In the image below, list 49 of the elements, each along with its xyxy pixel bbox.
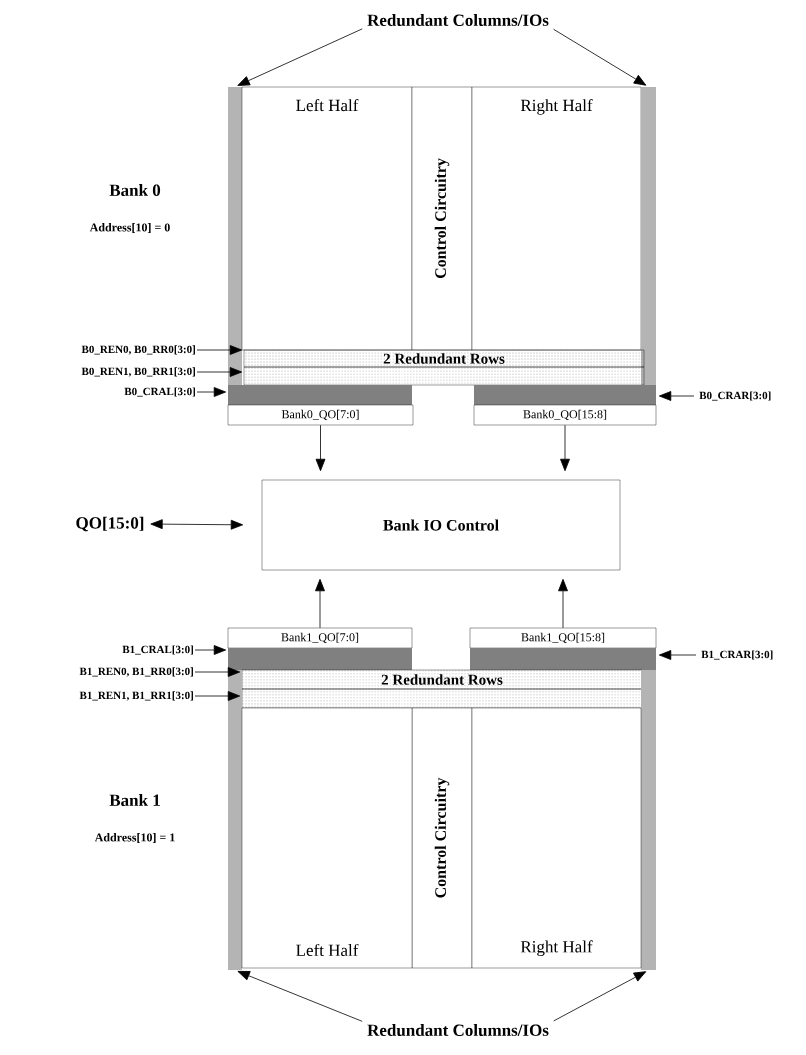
output-register-box: Bank0_QO[15:8] bbox=[473, 404, 657, 426]
bank-label: Bank 0 bbox=[109, 184, 161, 196]
column-address-bar bbox=[228, 648, 412, 670]
control-circuitry-block: Control Circuitry bbox=[411, 86, 473, 351]
arrow bbox=[196, 345, 243, 355]
signal-label: B0_REN1, B0_RR1[3:0] bbox=[81, 367, 195, 377]
redundant-row: 2 Redundant Rows bbox=[241, 669, 643, 690]
signal-label: B1_CRAL[3:0] bbox=[122, 645, 193, 655]
signal-label: B0_CRAL[3:0] bbox=[124, 387, 195, 397]
arrow bbox=[194, 667, 241, 677]
arrow bbox=[196, 387, 227, 397]
signal-label: B0_CRAR[3:0] bbox=[699, 391, 771, 401]
signal-label: B1_CRAR[3:0] bbox=[701, 650, 773, 660]
output-register-box: Bank1_QO[7:0] bbox=[227, 627, 413, 649]
redundant-column-bar bbox=[641, 87, 656, 385]
arrow bbox=[315, 578, 325, 629]
column-address-bar bbox=[228, 385, 412, 405]
address-label: Address[10] = 1 bbox=[94, 833, 175, 843]
io-control-box: Bank IO Control bbox=[261, 479, 621, 571]
redundant-column-bar bbox=[228, 670, 242, 970]
arrow bbox=[560, 424, 570, 472]
output-register-box: Bank0_QO[7:0] bbox=[227, 404, 414, 426]
arrow bbox=[194, 691, 241, 701]
address-label: Address[10] = 0 bbox=[89, 223, 170, 233]
port-label: QO[15:0] bbox=[76, 516, 144, 532]
redundant-row bbox=[243, 366, 645, 386]
heading-text: Redundant Columns/IOs bbox=[367, 14, 549, 26]
arrow bbox=[237, 970, 363, 1022]
arrow bbox=[553, 971, 647, 1022]
arrow bbox=[196, 367, 243, 377]
arrow bbox=[553, 28, 647, 86]
redundant-column-bar bbox=[228, 87, 242, 385]
signal-label: B0_REN0, B0_RR0[3:0] bbox=[81, 345, 195, 355]
arrow bbox=[237, 28, 363, 86]
arrow bbox=[558, 578, 568, 629]
control-circuitry-block: Control Circuitry bbox=[411, 707, 473, 969]
arrow bbox=[150, 519, 244, 530]
arrow bbox=[315, 424, 326, 472]
output-register-box: Bank1_QO[15:8] bbox=[469, 627, 657, 649]
arrow bbox=[658, 650, 697, 660]
heading-text: Redundant Columns/IOs bbox=[367, 1024, 549, 1036]
redundant-row: 2 Redundant Rows bbox=[243, 349, 645, 368]
bank-label: Bank 1 bbox=[109, 794, 160, 806]
column-address-bar bbox=[474, 385, 656, 405]
column-address-bar bbox=[470, 648, 656, 670]
signal-label: B1_REN1, B1_RR1[3:0] bbox=[79, 691, 193, 701]
arrow bbox=[194, 645, 227, 655]
arrow bbox=[658, 391, 695, 401]
signal-label: B1_REN0, B1_RR0[3:0] bbox=[79, 667, 193, 677]
